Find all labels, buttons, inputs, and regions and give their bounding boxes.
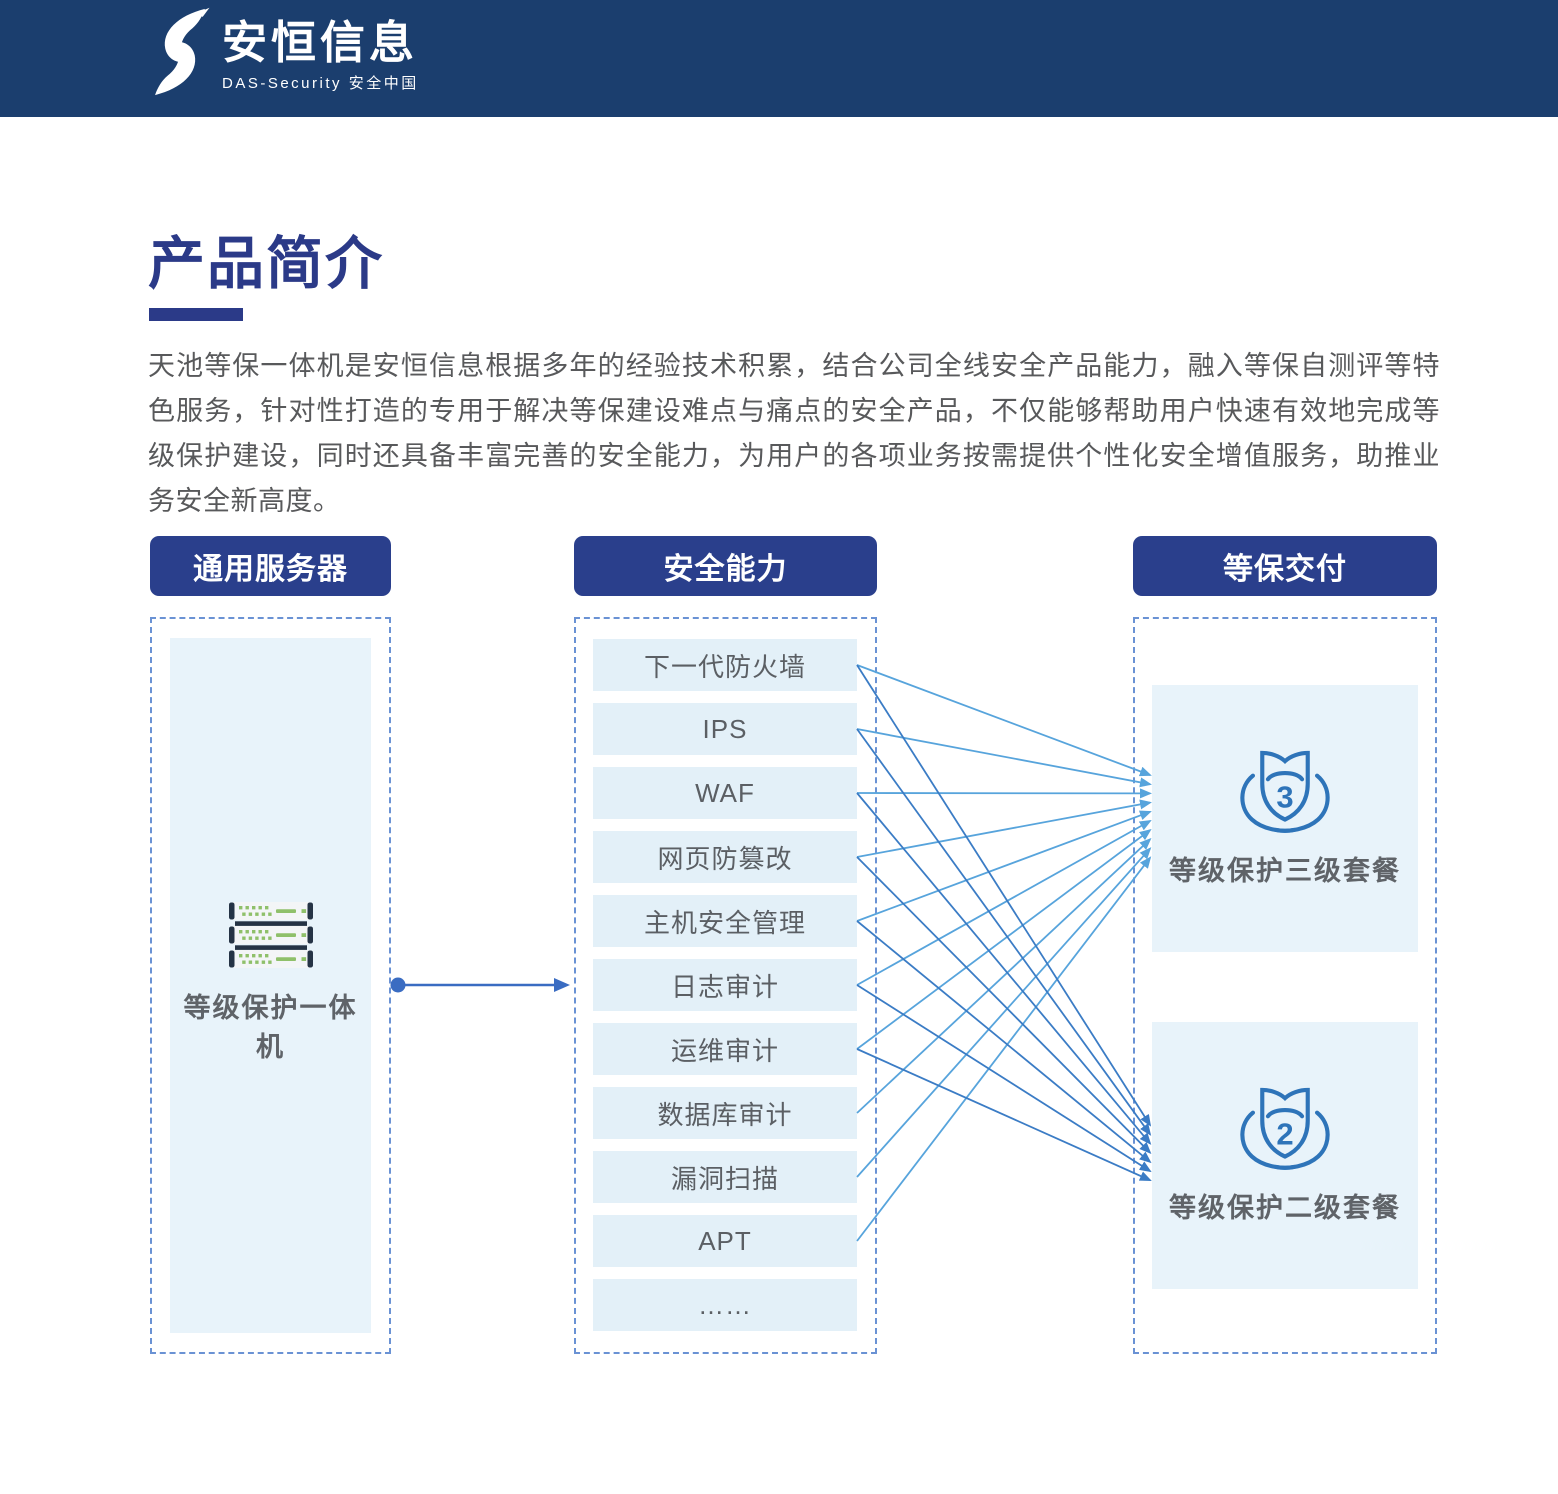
link-line bbox=[856, 920, 1152, 1164]
link-line bbox=[856, 810, 1152, 922]
server-to-capability-connector bbox=[390, 977, 570, 993]
connector-dot bbox=[390, 977, 406, 993]
capability-item: 主机安全管理 bbox=[593, 895, 857, 947]
shield-level-3-icon: 3 bbox=[1240, 750, 1330, 833]
column-header-mlps-delivery: 等保交付 bbox=[1133, 536, 1437, 596]
link-line bbox=[856, 829, 1152, 1050]
package-level-2-label: 等级保护二级套餐 bbox=[1169, 1193, 1401, 1223]
capability-item: IPS bbox=[593, 703, 857, 755]
capability-item: WAF bbox=[593, 767, 857, 819]
logo-company-name: 安恒信息 bbox=[222, 17, 419, 68]
link-line bbox=[856, 799, 1152, 858]
header-bar: 安恒信息 DAS-Security 安全中国 bbox=[0, 0, 1558, 117]
capability-list: 下一代防火墙 IPS WAF 网页防篡改主机安全管理日志审计运维审计数据库审计漏洞扫描… bbox=[593, 639, 857, 1343]
column-header-general-server: 通用服务器 bbox=[150, 536, 391, 596]
server-label: 等级保护一体机 bbox=[183, 993, 358, 1062]
column-header-security-capability: 安全能力 bbox=[574, 536, 877, 596]
link-line bbox=[856, 792, 1152, 1145]
server-column-box bbox=[150, 617, 391, 1354]
server-panel: 等级保护一体机 bbox=[170, 638, 371, 1333]
link-line bbox=[856, 984, 1152, 1173]
link-line bbox=[856, 856, 1152, 1242]
shield-level-number: 2 bbox=[1276, 1117, 1293, 1152]
capability-item: …… bbox=[593, 1279, 857, 1331]
link-line bbox=[856, 728, 1152, 1136]
capability-item: 日志审计 bbox=[593, 959, 857, 1011]
server-rack-icon bbox=[228, 902, 313, 968]
logo-tagline: DAS-Security 安全中国 bbox=[222, 75, 419, 92]
link-line bbox=[856, 728, 1152, 788]
capability-item: 漏洞扫描 bbox=[593, 1151, 857, 1203]
intro-paragraph: 天池等保一体机是安恒信息根据多年的经验技术积累，结合公司全线安全产品能力，融入等… bbox=[148, 351, 1440, 516]
link-line bbox=[856, 664, 1152, 777]
logo-swoosh-icon bbox=[155, 7, 210, 96]
logo-text: 安恒信息 DAS-Security 安全中国 bbox=[222, 20, 419, 93]
package-level-3: 3 等级保护三级套餐 bbox=[1152, 685, 1418, 952]
link-line bbox=[856, 856, 1152, 1155]
shield-level-2-icon: 2 bbox=[1240, 1087, 1330, 1170]
package-level-3-label: 等级保护三级套餐 bbox=[1169, 856, 1401, 886]
link-line bbox=[856, 820, 1152, 986]
capability-item: 数据库审计 bbox=[593, 1087, 857, 1139]
capability-item: 运维审计 bbox=[593, 1023, 857, 1075]
link-line bbox=[856, 664, 1152, 1127]
package-level-2: 2 等级保护二级套餐 bbox=[1152, 1022, 1418, 1289]
page-title: 产品简介 bbox=[148, 232, 384, 296]
capability-item: 网页防篡改 bbox=[593, 831, 857, 883]
title-underline bbox=[149, 308, 243, 321]
capability-item: 下一代防火墙 bbox=[593, 639, 857, 691]
shield-level-number: 3 bbox=[1276, 780, 1293, 815]
link-line bbox=[856, 838, 1152, 1114]
capability-item: APT bbox=[593, 1215, 857, 1267]
link-line bbox=[856, 847, 1152, 1178]
company-logo[interactable]: 安恒信息 DAS-Security 安全中国 bbox=[146, 4, 419, 100]
link-line bbox=[856, 1048, 1152, 1182]
